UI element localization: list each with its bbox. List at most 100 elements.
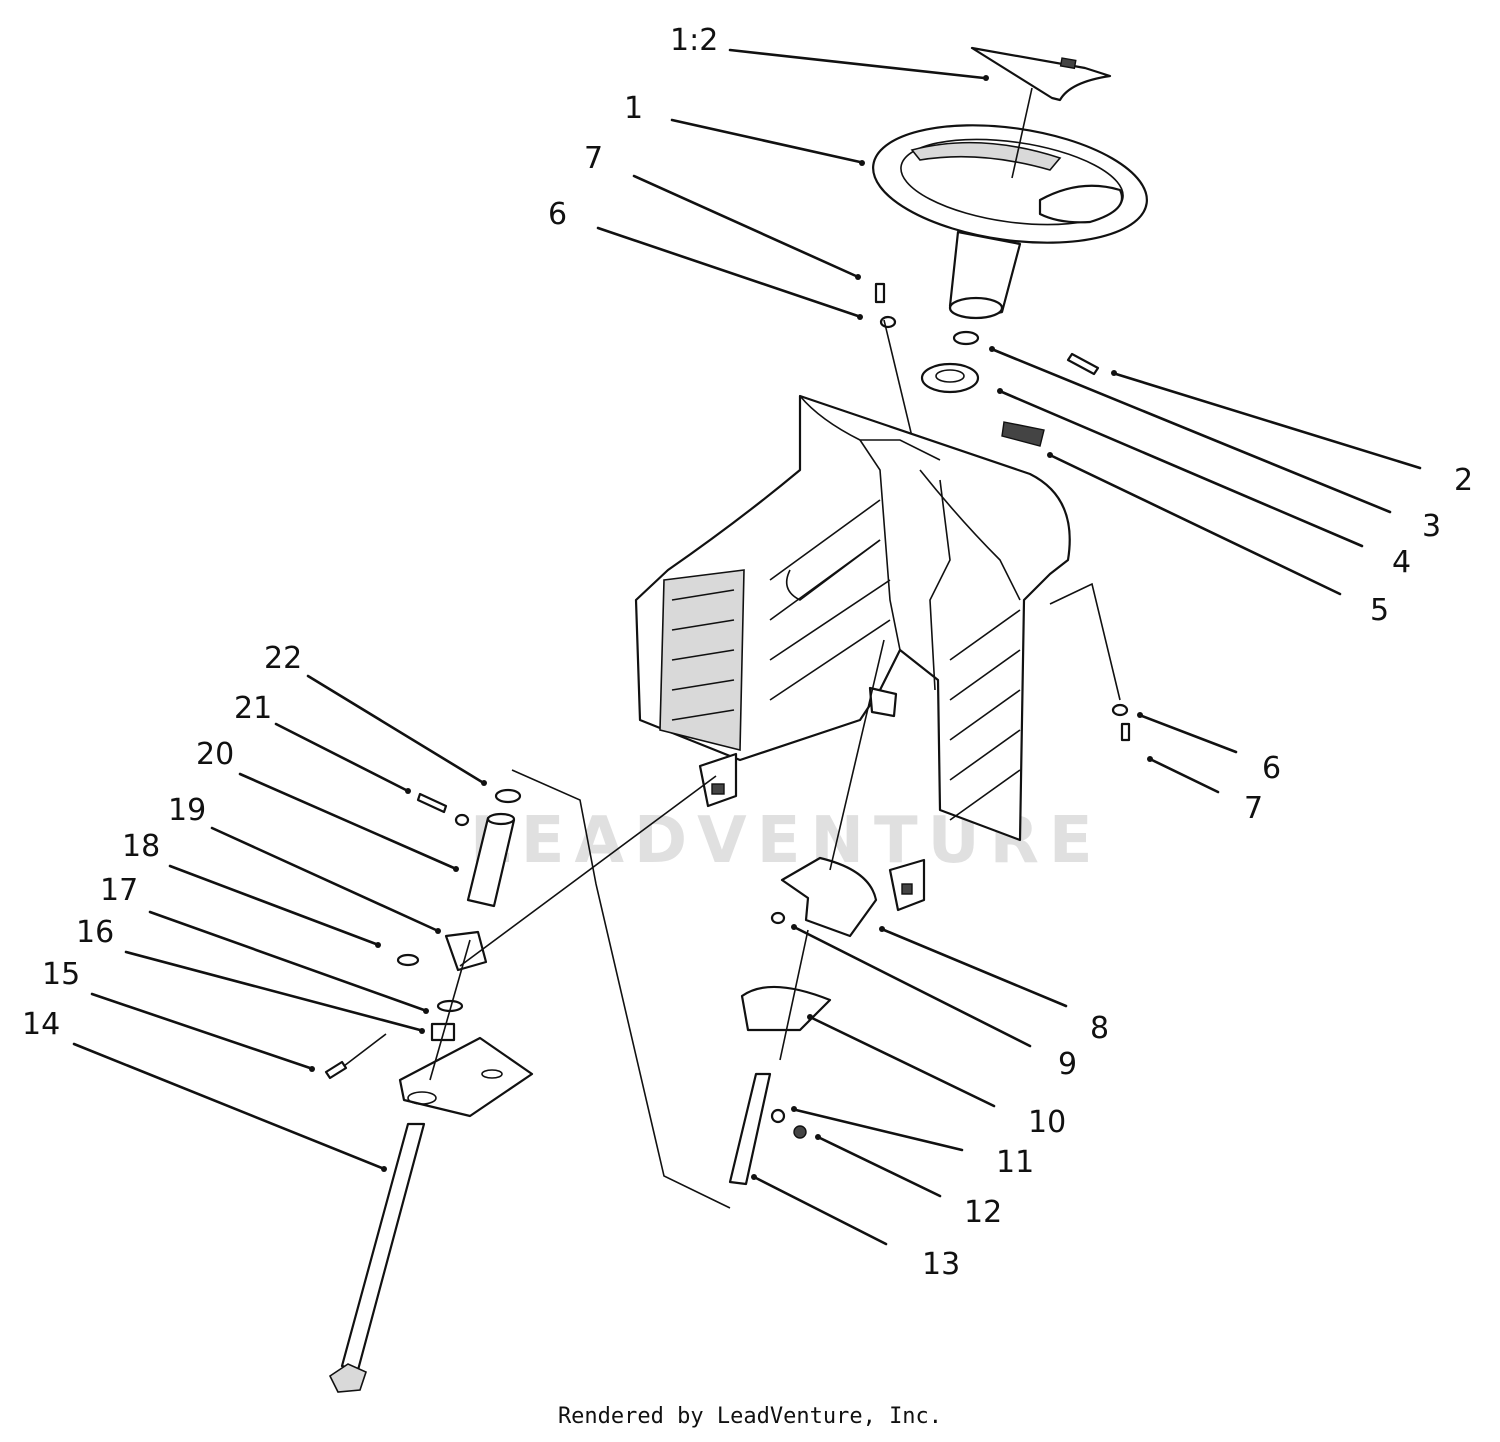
callout-22-leader — [306, 674, 484, 784]
callout-11-dot — [791, 1106, 797, 1112]
callout-7-top-dot — [855, 274, 861, 280]
callout-10-dot — [807, 1014, 813, 1020]
callout-4: 4 — [997, 388, 1411, 580]
callout-3-leader — [992, 348, 1392, 514]
steering-console — [634, 394, 1071, 912]
callout-5-dot — [1047, 452, 1053, 458]
callout-6-top-label: 6 — [548, 197, 567, 232]
callout-20-label: 20 — [196, 737, 234, 772]
callout-13-label: 13 — [922, 1247, 960, 1282]
callout-17-leader — [148, 910, 426, 1012]
callout-20: 20 — [196, 737, 459, 872]
callout-2-label: 2 — [1454, 463, 1473, 498]
callout-12-label: 12 — [964, 1195, 1002, 1230]
callout-2: 2 — [1111, 370, 1473, 498]
callout-8-leader — [882, 928, 1068, 1008]
callout-5-label: 5 — [1370, 593, 1389, 628]
callout-1-2-dot — [983, 75, 989, 81]
callouts: 1:2 1 7 6 2 3 4 5 6 7 22 21 20 19 18 17 … — [22, 23, 1473, 1282]
callout-8-dot — [879, 926, 885, 932]
callout-21-leader — [274, 722, 408, 792]
callout-1-2: 1:2 — [670, 23, 989, 81]
callout-21-label: 21 — [234, 691, 272, 726]
callout-12-dot — [815, 1134, 821, 1140]
callout-21: 21 — [234, 691, 411, 794]
callout-9-label: 9 — [1058, 1047, 1077, 1082]
callout-7-top-label: 7 — [584, 141, 603, 176]
callout-5-leader — [1050, 454, 1342, 596]
callout-22: 22 — [264, 641, 487, 786]
callout-6-top: 6 — [548, 197, 863, 320]
callout-1-2-label: 1:2 — [670, 23, 718, 58]
callout-10-label: 10 — [1028, 1105, 1066, 1140]
callout-16-label: 16 — [76, 915, 114, 950]
callout-9: 9 — [791, 924, 1077, 1082]
callout-19: 19 — [168, 793, 441, 934]
callout-19-dot — [435, 928, 441, 934]
callout-2-leader — [1114, 372, 1422, 470]
callout-18-leader — [168, 864, 378, 946]
callout-5: 5 — [1047, 452, 1389, 628]
callout-15-leader — [90, 992, 312, 1070]
callout-16-dot — [419, 1028, 425, 1034]
steering-shaft-left — [324, 769, 731, 1393]
callout-14-dot — [381, 1166, 387, 1172]
callout-18: 18 — [122, 829, 381, 948]
callout-1-dot — [859, 160, 865, 166]
callout-13: 13 — [751, 1174, 960, 1282]
right-hardware — [1049, 582, 1131, 742]
callout-17-label: 17 — [100, 873, 138, 908]
callout-4-label: 4 — [1392, 545, 1411, 580]
callout-10-leader — [810, 1016, 996, 1108]
callout-9-leader — [794, 926, 1032, 1048]
callout-7-right-dot — [1147, 756, 1153, 762]
callout-7-top: 7 — [584, 141, 861, 280]
callout-6-right-label: 6 — [1262, 751, 1281, 786]
callout-16-leader — [124, 950, 422, 1032]
callout-13-leader — [754, 1176, 888, 1246]
callout-14-leader — [72, 1042, 384, 1170]
callout-6-right-dot — [1137, 712, 1143, 718]
callout-6-right: 6 — [1137, 712, 1281, 786]
lower-column — [728, 639, 885, 1186]
callout-7-right: 7 — [1147, 756, 1263, 826]
callout-4-dot — [997, 388, 1003, 394]
callout-3-dot — [989, 346, 995, 352]
callout-20-dot — [453, 866, 459, 872]
callout-6-top-leader — [596, 226, 860, 318]
callout-6-right-leader — [1140, 714, 1238, 754]
callout-1-label: 1 — [624, 91, 643, 126]
callout-9-dot — [791, 924, 797, 930]
callout-8-label: 8 — [1090, 1011, 1109, 1046]
callout-19-label: 19 — [168, 793, 206, 828]
callout-20-leader — [238, 772, 456, 870]
callout-2-dot — [1111, 370, 1117, 376]
callout-15-label: 15 — [42, 957, 80, 992]
callout-22-dot — [481, 780, 487, 786]
callout-10: 10 — [807, 1014, 1066, 1140]
callout-18-label: 18 — [122, 829, 160, 864]
callout-1: 1 — [624, 91, 865, 166]
callout-12-leader — [818, 1136, 942, 1198]
callout-6-top-dot — [857, 314, 863, 320]
callout-11-leader — [794, 1108, 964, 1152]
callout-22-label: 22 — [264, 641, 302, 676]
callout-7-top-leader — [632, 174, 858, 278]
callout-11-label: 11 — [996, 1145, 1034, 1180]
callout-18-dot — [375, 942, 381, 948]
callout-21-dot — [405, 788, 411, 794]
callout-12: 12 — [815, 1134, 1002, 1230]
callout-15: 15 — [42, 957, 315, 1072]
upper-hardware — [874, 282, 1100, 471]
steering-wheel — [872, 46, 1148, 320]
callout-3-label: 3 — [1422, 509, 1441, 544]
callout-15-dot — [309, 1066, 315, 1072]
callout-3: 3 — [989, 346, 1441, 544]
callout-19-leader — [210, 826, 438, 932]
callout-4-leader — [1000, 390, 1364, 548]
callout-1-leader — [670, 118, 862, 164]
callout-1-2-leader — [728, 48, 986, 80]
callout-17-dot — [423, 1008, 429, 1014]
callout-7-right-leader — [1150, 758, 1220, 794]
